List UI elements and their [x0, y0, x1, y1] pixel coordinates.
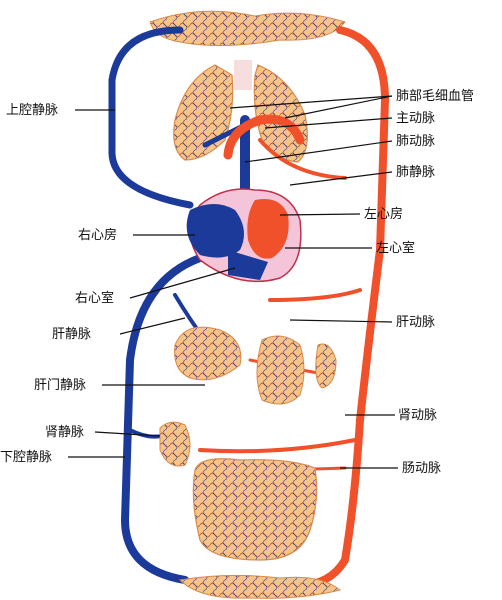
label-aorta: 主动脉: [396, 111, 435, 126]
label-right-atrium: 右心房: [78, 227, 117, 243]
label-superior-vena-cava: 上腔静脉: [6, 103, 58, 118]
intestines: [192, 458, 318, 561]
label-renal-vein: 肾静脉: [45, 425, 84, 440]
label-hepatic-artery: 肝动脉: [396, 315, 435, 330]
label-hepatic-vein: 肝静脉: [52, 327, 91, 342]
heart: [186, 188, 302, 283]
lower-body-capillary-bed: [178, 574, 342, 599]
label-intestinal-artery: 肠动脉: [402, 461, 441, 476]
kidney: [159, 421, 191, 467]
head-capillary-bed: [149, 10, 346, 47]
label-left-ventricle: 左心室: [376, 240, 415, 256]
label-inferior-vena-cava: 下腔静脉: [0, 450, 52, 465]
label-portal-vein: 肝门静脉: [34, 378, 86, 393]
label-renal-artery: 肾动脉: [398, 408, 437, 423]
label-left-atrium: 左心房: [364, 206, 403, 222]
label-right-ventricle: 右心室: [75, 290, 114, 306]
leader-lines: [68, 95, 398, 469]
liver: [174, 326, 337, 405]
label-pulmonary-capillaries: 肺部毛细血管: [396, 89, 474, 104]
label-pulmonary-artery: 肺动脉: [396, 134, 435, 149]
label-pulmonary-vein: 肺静脉: [396, 165, 435, 180]
venous-system: [108, 26, 250, 584]
